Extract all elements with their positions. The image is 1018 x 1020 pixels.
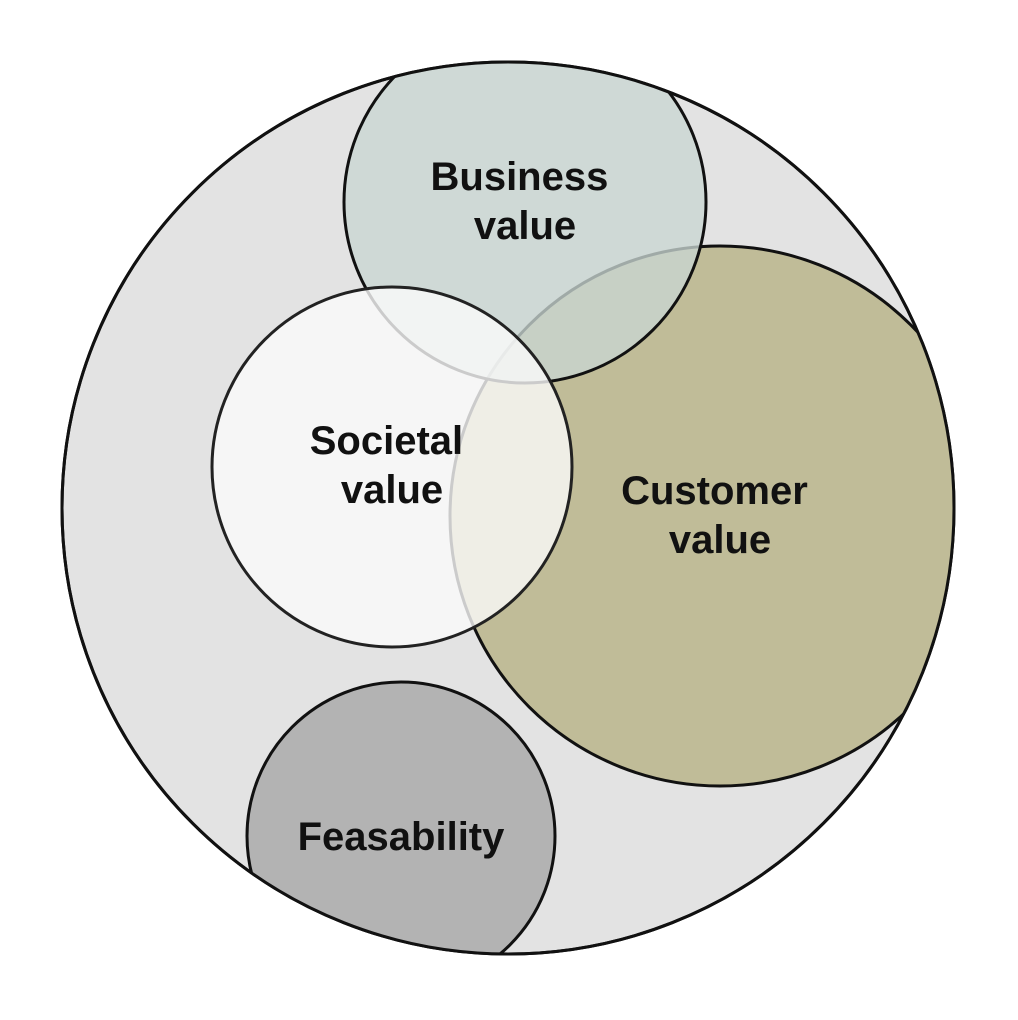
outer-circle-border <box>60 60 956 956</box>
business-value-label: Business value <box>431 155 620 248</box>
societal-value-label-line-1: Societal <box>310 419 463 463</box>
societal-value-label: Societal value <box>310 419 475 512</box>
societal-value-label-line-2: value <box>341 468 443 512</box>
customer-value-label: Customer value <box>621 469 819 562</box>
customer-value-label-line-1: Customer <box>621 469 808 513</box>
business-value-label-line-2: value <box>474 204 576 248</box>
business-value-label-line-1: Business <box>431 155 609 199</box>
feasability-label-line-1: Feasability <box>298 815 506 859</box>
customer-value-label-line-2: value <box>669 518 771 562</box>
feasability-label: Feasability <box>298 815 506 859</box>
societal-value-circle <box>210 285 574 649</box>
